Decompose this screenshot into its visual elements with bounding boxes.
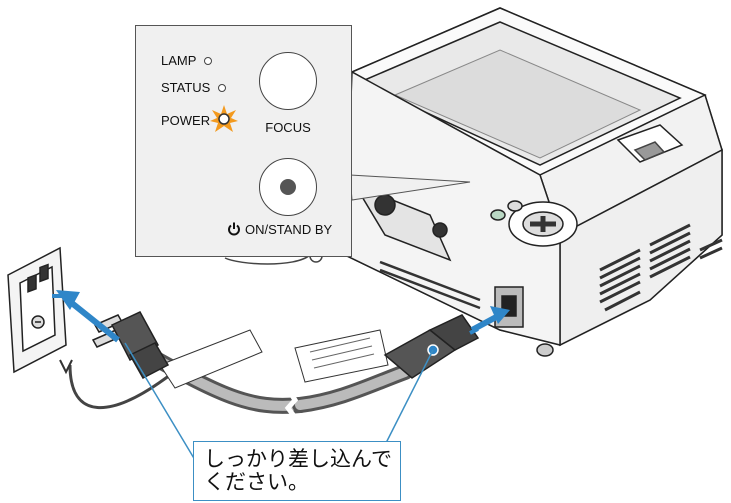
indicator-lamp-label: LAMP [161,53,197,68]
indicator-power: POWER [161,105,239,134]
indicator-lamp: LAMP [161,53,213,68]
on-standby-button[interactable] [259,158,317,216]
projector [344,7,723,357]
cable-tags [159,329,389,389]
focus-button[interactable] [259,52,317,110]
inlet-arrow-icon [469,306,510,335]
power-symbol-icon [228,222,240,236]
indicator-status: STATUS [161,80,227,95]
focus-label: FOCUS [265,120,311,135]
power-led-glow-icon [210,105,239,132]
status-led [218,83,227,92]
indicator-status-label: STATUS [161,80,211,95]
ground-wire [68,364,171,409]
lamp-led [204,56,213,65]
on-standby-label: ON/STAND BY [245,222,333,237]
callout-box: しっかり差し込んで ください。 [193,441,401,501]
callout-leaders [124,342,434,461]
on-standby-button-dot [280,179,296,195]
wall-plug [91,311,170,379]
wall-outlet [7,246,67,374]
on-standby-label-row: ON/STAND BY [227,222,332,237]
indicator-power-label: POWER [161,113,211,128]
control-panel-inset: LAMP STATUS POWER FOCUS ON/STAND BY [135,25,352,257]
callout-text: しっかり差し込んで ください。 [204,447,392,494]
plug-arrow-icon [52,290,120,343]
